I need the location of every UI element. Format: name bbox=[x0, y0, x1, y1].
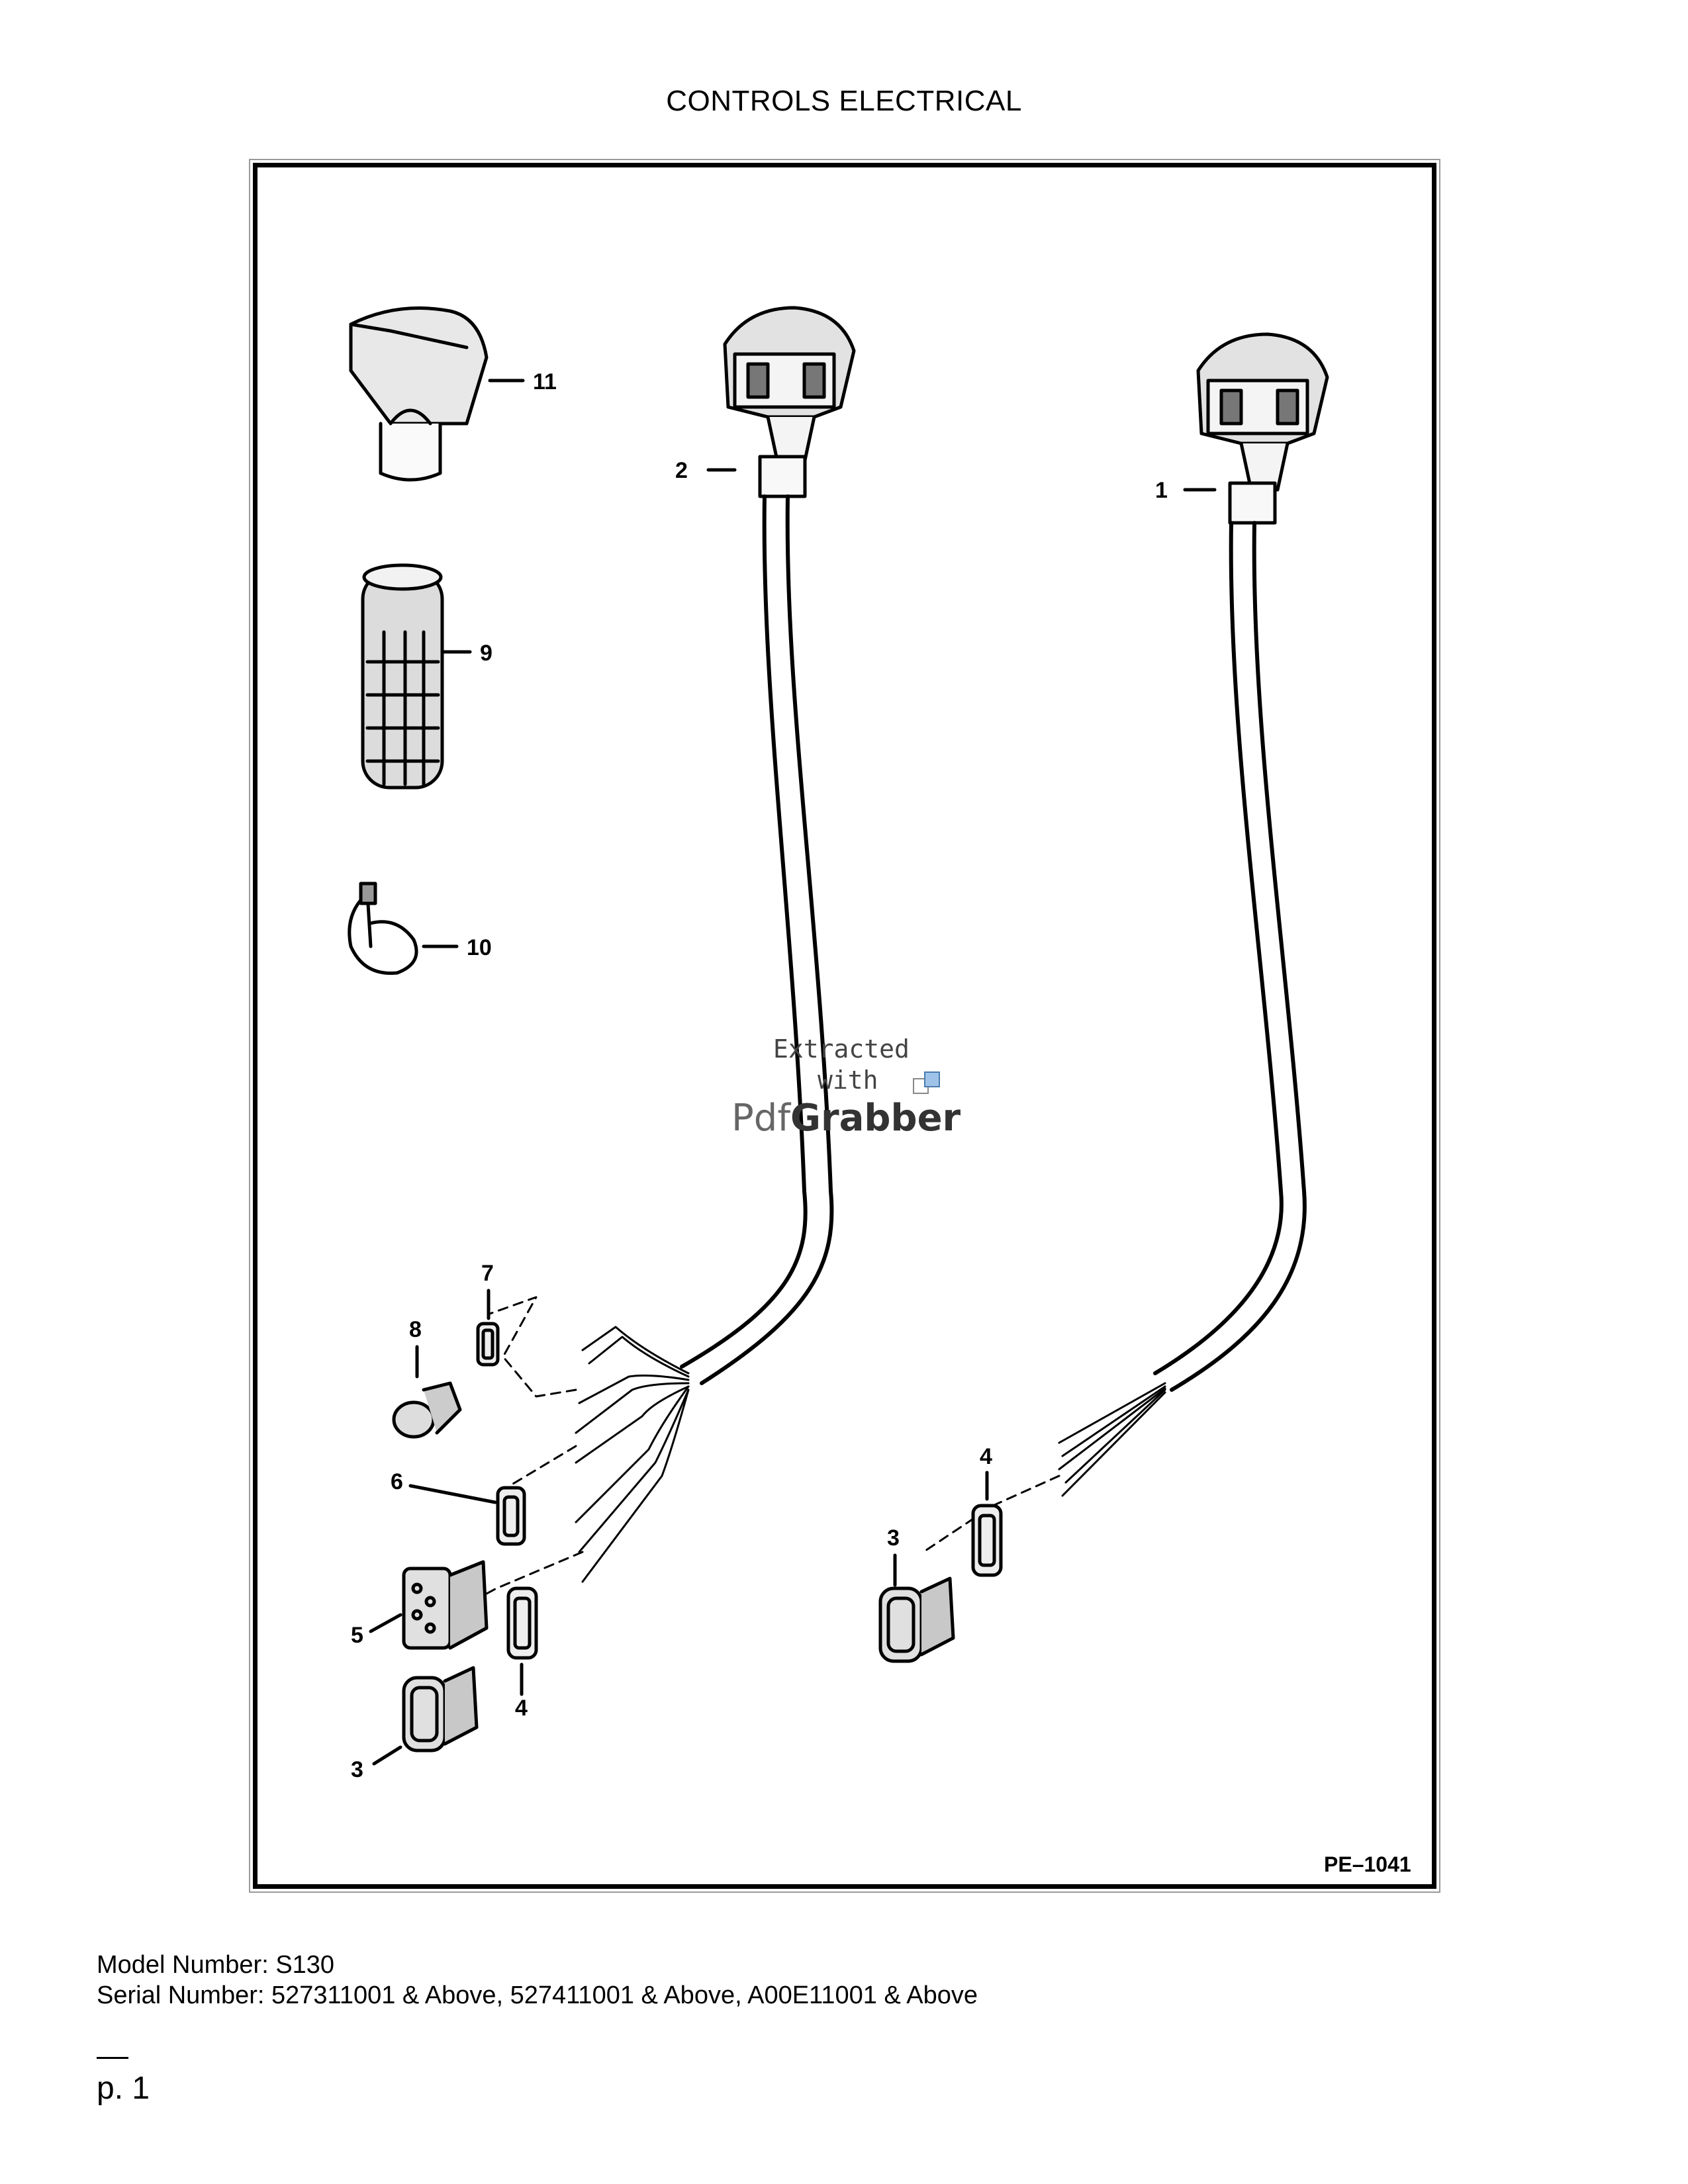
callout-6: 6 bbox=[391, 1469, 403, 1494]
part-6-seal bbox=[496, 1486, 526, 1546]
watermark-line1: Extracted bbox=[773, 1034, 910, 1064]
part-11-cap bbox=[349, 306, 489, 482]
page-number: p. 1 bbox=[97, 2071, 150, 2106]
diagram-frame bbox=[253, 163, 1436, 1889]
callout-1: 1 bbox=[1155, 478, 1168, 503]
callout-4-left: 4 bbox=[515, 1696, 528, 1721]
callout-11: 11 bbox=[533, 369, 557, 394]
diagram-frame-outer bbox=[249, 159, 1440, 1893]
callout-5: 5 bbox=[351, 1623, 363, 1648]
callout-9: 9 bbox=[480, 641, 492, 666]
callout-10: 10 bbox=[467, 935, 492, 960]
callout-7: 7 bbox=[481, 1261, 494, 1286]
callout-4-right: 4 bbox=[980, 1444, 992, 1469]
part-8-terminal bbox=[392, 1381, 462, 1439]
serial-number: Serial Number: 527311001 & Above, 527411… bbox=[97, 1981, 978, 2009]
watermark-brand-a: Pdf bbox=[731, 1097, 791, 1140]
watermark-brand-b: Grabber bbox=[790, 1097, 961, 1140]
part-5-connector bbox=[402, 1560, 489, 1650]
left-wire-bundle bbox=[575, 1326, 690, 1583]
dashed-leaders bbox=[409, 1296, 1060, 1636]
right-wire-bundle bbox=[1058, 1382, 1166, 1497]
callout-8: 8 bbox=[409, 1317, 422, 1342]
part-3-connector-right bbox=[878, 1576, 955, 1663]
page-title: CONTROLS ELECTRICAL bbox=[666, 85, 1022, 117]
callout-2: 2 bbox=[675, 458, 688, 483]
part-9-grip bbox=[361, 563, 444, 790]
part-2-handle bbox=[723, 306, 856, 498]
figure-code: PE–1041 bbox=[1324, 1852, 1411, 1876]
part-10-clip bbox=[348, 882, 418, 975]
part-1-handle bbox=[1196, 332, 1329, 525]
pdfgrabber-logo-icon bbox=[913, 1071, 940, 1094]
callout-3-right: 3 bbox=[887, 1525, 900, 1551]
footer-rule bbox=[97, 2057, 128, 2059]
part-3-connector-left bbox=[402, 1666, 479, 1752]
part-4-seal-left bbox=[506, 1586, 538, 1660]
watermark-line2: with bbox=[818, 1066, 878, 1095]
watermark: Extracted with PdfGrabber bbox=[731, 1034, 961, 1140]
callout-3-left: 3 bbox=[351, 1757, 363, 1782]
part-4-seal-right bbox=[971, 1504, 1003, 1577]
part-7-seal bbox=[476, 1322, 500, 1367]
model-number: Model Number: S130 bbox=[97, 1951, 335, 1979]
svg-text:PdfGrabber: PdfGrabber bbox=[731, 1097, 961, 1140]
